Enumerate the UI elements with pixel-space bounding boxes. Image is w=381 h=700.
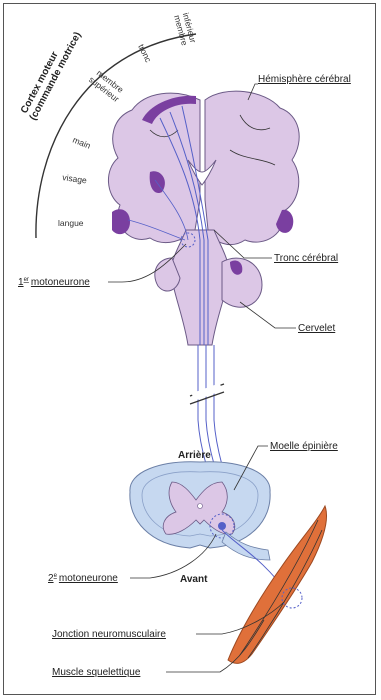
label-hemisphere: Hémisphère cérébral <box>258 74 351 85</box>
cerebellum <box>222 258 262 307</box>
label-langue: langue <box>58 218 84 228</box>
label-visage: visage <box>62 172 88 185</box>
motor-cortex-left-bulge <box>112 209 130 234</box>
central-canal <box>198 504 203 509</box>
label-cervelet: Cervelet <box>298 323 335 334</box>
label-tronc-cerebral: Tronc cérébral <box>274 253 338 264</box>
label-moelle: Moelle épinière <box>270 441 338 452</box>
label-jonction: Jonction neuromusculaire <box>52 629 166 640</box>
label-avant: Avant <box>180 574 208 585</box>
label-muscle: Muscle squelettique <box>52 667 141 678</box>
label-main: main <box>71 135 92 151</box>
second-motoneuron-body <box>218 522 226 530</box>
label-arriere: Arrière <box>178 450 211 461</box>
